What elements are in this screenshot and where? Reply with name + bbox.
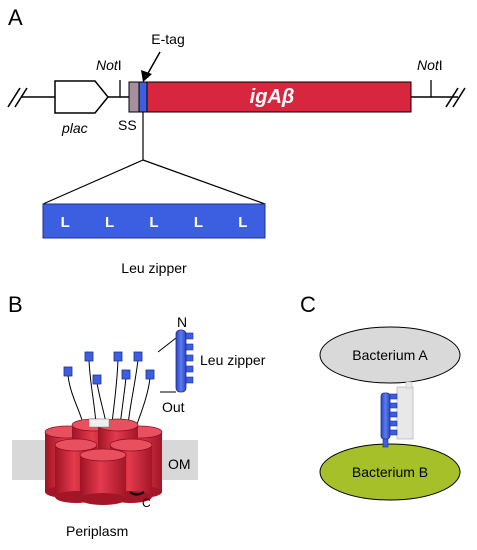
plac-promoter	[54, 80, 109, 114]
bacterium-b	[319, 443, 461, 501]
etag-arrow	[141, 51, 161, 82]
ss-label: SS	[118, 117, 137, 133]
panel-label-a: A	[8, 5, 23, 30]
out-label: Out	[162, 399, 185, 415]
zipper-helix	[175, 329, 187, 393]
leu-letter: L	[61, 214, 70, 231]
etag-label: E-tag	[151, 31, 184, 47]
periplasm-label: Periplasm	[66, 523, 128, 539]
leu-letter: L	[149, 214, 158, 231]
panel-a: A plac NotI igAβ NotI E-tag	[7, 5, 466, 276]
barrel-top-pore	[88, 418, 110, 428]
membrane-left	[12, 440, 48, 480]
break-mark-left	[7, 87, 28, 108]
leu-zipper-caption: Leu zipper	[121, 260, 187, 276]
break-mark-right	[445, 87, 466, 108]
blue-zipper-leucines	[389, 393, 398, 436]
leu-zipper-box	[42, 203, 266, 239]
noti-left-label: NotI	[96, 57, 122, 73]
blue-zipper-helix	[380, 392, 391, 440]
membrane-right	[162, 440, 198, 480]
leu-letter: L	[105, 214, 114, 231]
bacterium-a	[319, 326, 461, 384]
zoom-line-top	[157, 337, 177, 353]
panel-c: C Bacterium A Bacterium B	[300, 292, 461, 501]
expansion-line-left	[42, 159, 144, 205]
bacterium-a-label: Bacterium A	[352, 347, 428, 363]
bacterium-b-label: Bacterium B	[352, 464, 428, 480]
signal-sequence	[128, 81, 140, 113]
partner-zipper-stub	[405, 381, 413, 389]
beta-barrel-cluster	[44, 418, 163, 505]
n-terminus-label: N	[177, 314, 187, 330]
iga-beta-label: igAβ	[250, 86, 295, 108]
iga-beta-domain	[146, 81, 412, 113]
barrel-cylinder	[79, 448, 127, 505]
enlarged-leu-zipper	[157, 329, 194, 393]
expansion-line-right	[142, 159, 266, 205]
zipper-bridge	[380, 381, 414, 448]
zipper-leucines	[185, 332, 194, 384]
etag-segment	[138, 81, 148, 113]
om-label: OM	[168, 456, 191, 472]
zipper-heads	[63, 351, 155, 385]
leu-letter: L	[194, 214, 203, 231]
plac-label: plac	[61, 120, 88, 136]
partner-zipper-gray	[396, 386, 414, 440]
panel-label-b: B	[8, 292, 23, 317]
noti-right-label: NotI	[417, 57, 443, 73]
c-terminus-label: C	[142, 496, 151, 510]
leu-letter: L	[238, 214, 247, 231]
c-terminus-tail	[129, 491, 145, 496]
blue-zipper-anchor	[382, 438, 389, 448]
leu-zipper-label: Leu zipper	[200, 352, 266, 368]
panel-b: B	[8, 292, 266, 539]
panel-label-c: C	[300, 292, 316, 317]
linkers	[67, 359, 151, 428]
